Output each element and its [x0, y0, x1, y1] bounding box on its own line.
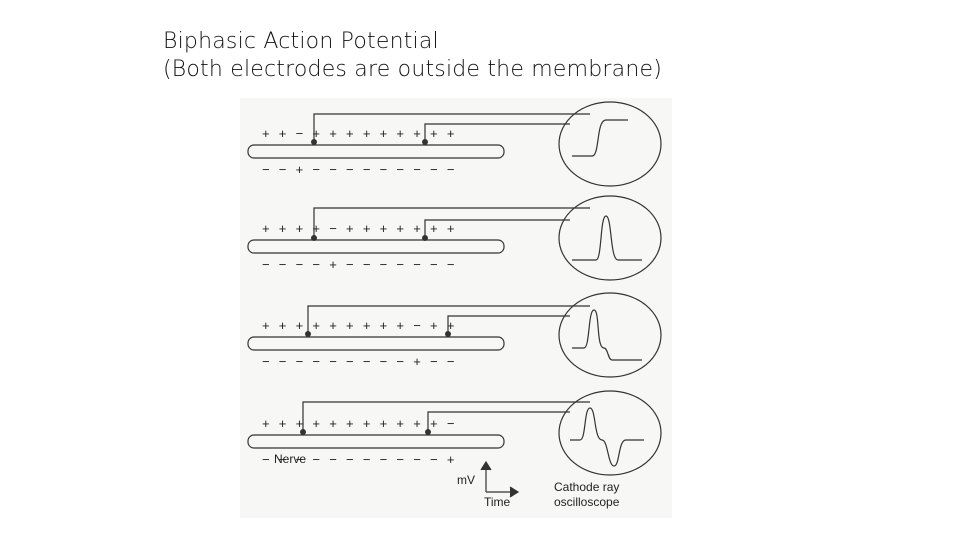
membrane-signs-bottom-1: − − + − − − − − − − − − [262, 162, 457, 177]
membrane-signs-top-4: + + + + + + + + + + + − [262, 416, 457, 431]
oscilloscope-3 [558, 292, 662, 378]
trace-4 [570, 407, 644, 467]
figure-svg: + + − + + + + + + + + + − − + − − − − − … [247, 101, 662, 509]
oscilloscope-2 [558, 195, 662, 281]
panel-3 [247, 292, 662, 378]
title-line-2: (Both electrodes are outside the membran… [163, 57, 663, 82]
trace-1 [572, 119, 628, 157]
trace-2 [572, 215, 642, 261]
electrode-right-2 [422, 235, 429, 242]
electrode-wire-right-1 [424, 123, 570, 142]
slide-title: Biphasic Action Potential (Both electrod… [163, 28, 662, 84]
trace-3 [572, 309, 642, 361]
mv-axis-label: mV [457, 473, 475, 487]
nerve-fiber-4 [247, 434, 505, 449]
electrode-left-2 [310, 235, 317, 242]
electrode-right-4 [425, 429, 432, 436]
membrane-signs-top-2: + + + + − + + + + + + + [262, 221, 457, 236]
panel-4 [247, 390, 662, 476]
membrane-signs-top-3: + + + + + + + + + − + + [262, 318, 457, 333]
panel-2 [247, 195, 662, 281]
membrane-signs-top-1: + + − + + + + + + + + + [262, 126, 457, 141]
electrode-wire-left-1 [313, 113, 590, 142]
electrode-wire-left-4 [302, 401, 590, 432]
electrode-left-4 [299, 429, 306, 436]
membrane-signs-bottom-4: − − − − − − − − − − − + [262, 452, 457, 467]
time-voltage-axes [480, 460, 520, 498]
time-axis-arrow [509, 486, 520, 498]
nerve-fiber-2 [247, 239, 505, 254]
electrode-right-1 [422, 138, 429, 145]
nerve-fiber-1 [247, 144, 505, 159]
electrode-wire-left-2 [313, 207, 590, 238]
time-axis-label: Time [484, 495, 511, 509]
oscilloscope-label-line-1: Cathode ray [554, 480, 619, 494]
nerve-recording-figure: + + − + + + + + + + + + − − + − − − − − … [240, 98, 672, 518]
electrode-right-3 [445, 331, 452, 338]
oscilloscope-label-line-2: oscilloscope [554, 495, 620, 509]
oscilloscope-4 [558, 390, 662, 476]
electrode-wire-right-2 [424, 219, 570, 238]
mv-axis-arrow [480, 460, 492, 471]
oscilloscope-1 [558, 101, 662, 187]
electrode-wire-right-3 [447, 315, 570, 334]
electrode-wire-left-3 [307, 305, 590, 334]
title-line-1: Biphasic Action Potential [163, 29, 439, 54]
electrode-left-1 [310, 138, 317, 145]
electrode-wire-right-4 [427, 411, 570, 432]
nerve-label: Nerve [274, 452, 306, 466]
membrane-signs-bottom-2: − − − − + − − − − − − − [262, 257, 457, 272]
nerve-fiber-3 [247, 336, 505, 351]
panel-1 [247, 101, 662, 187]
membrane-signs-bottom-3: − − − − − − − − − + − − [262, 354, 457, 369]
electrode-left-3 [304, 331, 311, 338]
